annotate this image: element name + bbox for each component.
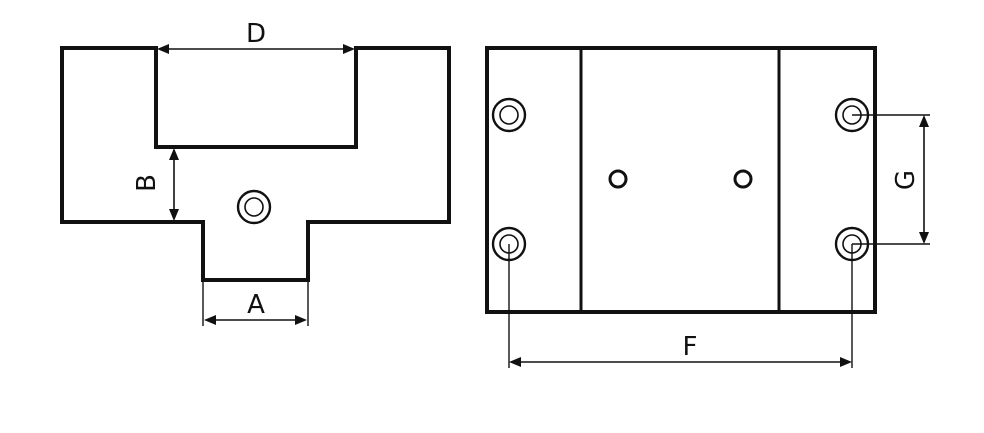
center-hole-right [733, 169, 753, 189]
top-view: F G [485, 46, 930, 368]
mounting-hole-top-left [491, 97, 527, 133]
dimension-b: B [132, 148, 179, 221]
dimension-g: G [852, 114, 930, 245]
top-view-outline [485, 46, 877, 314]
dimension-a-label: A [247, 290, 265, 320]
dimension-d: D [157, 19, 355, 54]
dimension-b-label: B [132, 174, 162, 192]
dimension-d-label: D [246, 19, 266, 49]
dimension-f: F [508, 244, 853, 368]
dimension-f-label: F [683, 332, 698, 362]
front-view-hole [236, 189, 272, 225]
dimension-a: A [202, 280, 309, 326]
center-hole-left [608, 169, 628, 189]
dimension-g-label: G [891, 170, 921, 190]
front-view: D B A [60, 19, 451, 326]
front-view-outline [60, 46, 451, 282]
